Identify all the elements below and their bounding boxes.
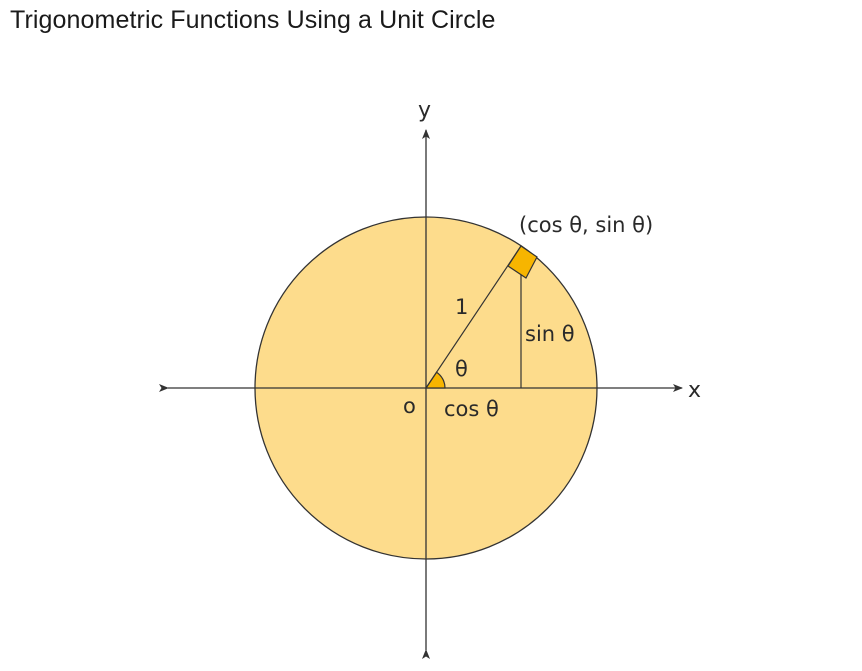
radius-label: 1 [455,295,468,319]
radius-line [425,245,522,389]
x-axis-label: x [688,378,701,403]
tangent-marker [507,245,538,279]
origin-label: o [403,394,416,418]
angle-label: θ [455,357,468,381]
page-title: Trigonometric Functions Using a Unit Cir… [10,6,496,34]
sine-label: sin θ [525,322,575,346]
y-axis-label: y [418,98,431,123]
point-label: (cos θ, sin θ) [519,213,653,237]
cosine-label: cos θ [444,397,499,421]
